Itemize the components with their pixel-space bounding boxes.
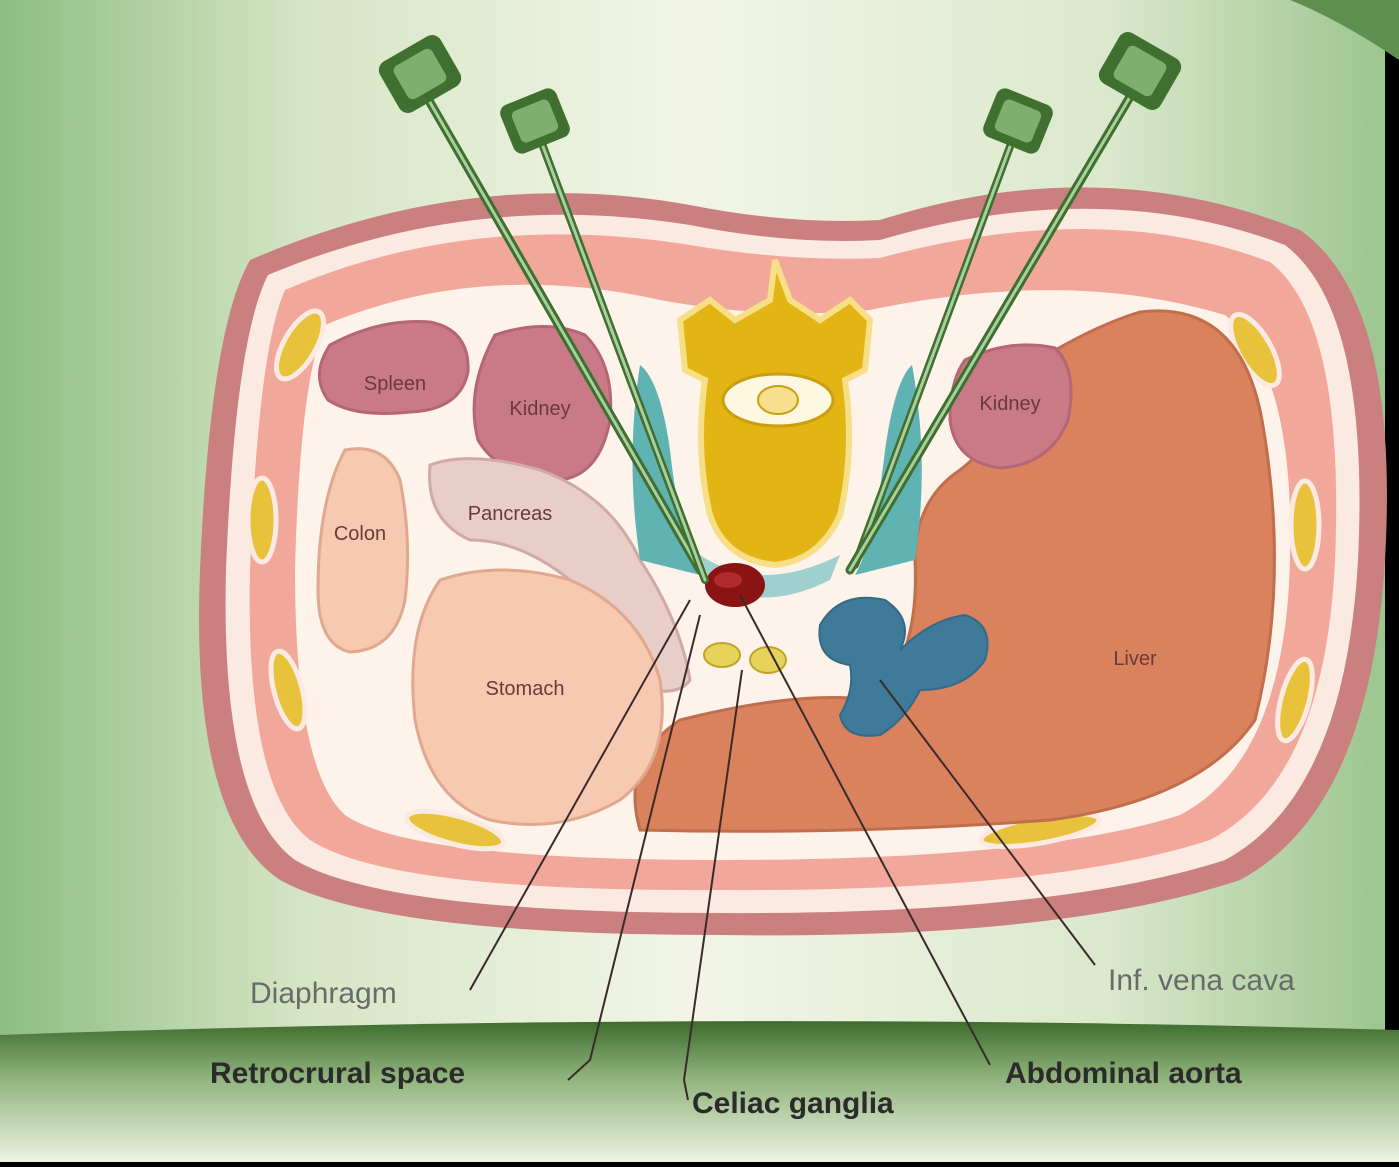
- label-liver: Liver: [1113, 648, 1157, 670]
- abdomen-cross-section: [199, 187, 1387, 935]
- callout-aorta: Abdominal aorta: [1005, 1057, 1242, 1090]
- spinal-cord: [758, 386, 798, 414]
- callout-ivc: Inf. vena cava: [1108, 964, 1295, 997]
- label-pancreas: Pancreas: [468, 503, 553, 525]
- label-kidney-right: Kidney: [979, 393, 1040, 415]
- label-stomach: Stomach: [486, 678, 565, 700]
- rib: [1291, 481, 1319, 569]
- callout-celiac: Celiac ganglia: [692, 1087, 894, 1120]
- colon: [318, 449, 408, 652]
- rib: [248, 478, 276, 562]
- callout-retrocrural: Retrocrural space: [210, 1057, 465, 1090]
- celiac-ganglion-right: [750, 647, 786, 673]
- celiac-ganglion-left: [704, 643, 740, 667]
- label-spleen: Spleen: [364, 373, 426, 395]
- label-kidney-left: Kidney: [509, 398, 570, 420]
- label-colon: Colon: [334, 523, 386, 545]
- aorta-lumen: [714, 572, 742, 588]
- callout-diaphragm: Diaphragm: [250, 977, 397, 1010]
